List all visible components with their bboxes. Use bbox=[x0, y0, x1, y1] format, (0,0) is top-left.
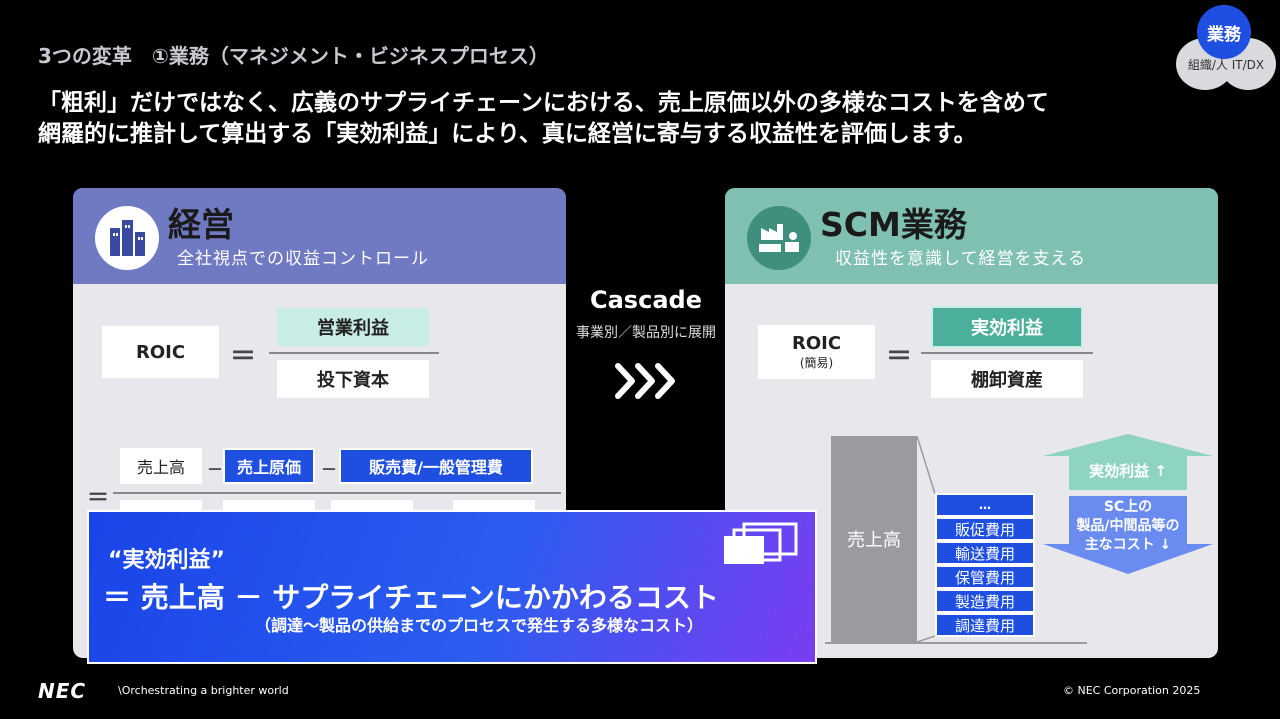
effective-profit-box: 実効利益 bbox=[931, 306, 1083, 348]
roic-text: ROIC bbox=[791, 333, 842, 354]
scm-panel: SCM業務 収益性を意識して経営を支える ROIC (簡易) ＝ 実効利益 棚卸… bbox=[725, 188, 1218, 658]
scm-panel-header: SCM業務 収益性を意識して経営を支える bbox=[725, 188, 1218, 284]
sc-cost-line-1: SC上の bbox=[1103, 499, 1153, 515]
cascade-title: Cascade bbox=[590, 286, 702, 314]
sales-term: 売上高 bbox=[120, 448, 202, 484]
factory-icon bbox=[747, 206, 811, 270]
minus-sign-2: － bbox=[321, 460, 338, 479]
cost-storage: 保管費用 bbox=[935, 565, 1035, 589]
badge-business: 業務 bbox=[1197, 5, 1251, 59]
equals-sign-right: ＝ bbox=[886, 342, 913, 372]
nec-logo: NEC bbox=[38, 679, 87, 703]
fraction-line-right bbox=[921, 352, 1093, 354]
badge-bottom-label: 組織/人 IT/DX bbox=[1187, 58, 1265, 72]
operating-profit-box: 営業利益 bbox=[277, 308, 429, 346]
effective-profit-up-label: 実効利益 ↑ bbox=[1089, 462, 1167, 480]
management-panel-header: 経営 全社視点での収益コントロール bbox=[73, 188, 566, 284]
building-icon bbox=[95, 206, 159, 270]
copyright: © NEC Corporation 2025 bbox=[1063, 684, 1201, 697]
scm-title: SCM業務 bbox=[820, 205, 967, 244]
headline-line-1: 「粗利」だけではなく、広義のサプライチェーンにおける、売上原価以外の多様なコスト… bbox=[38, 90, 1049, 116]
headline-line-2: 網羅的に推計して算出する「実効利益」により、真に経営に寄与する収益性を評価します… bbox=[38, 121, 977, 147]
management-title: 経営 bbox=[168, 205, 234, 244]
headline: 「粗利」だけではなく、広義のサプライチェーンにおける、売上原価以外の多様なコスト… bbox=[38, 88, 1238, 150]
effective-profit-banner bbox=[87, 510, 817, 664]
sc-cost-line-2: 製品/中間品等の bbox=[1076, 518, 1180, 534]
tagline: \Orchestrating a brighter world bbox=[118, 684, 289, 697]
roic-simple-label: ROIC (簡易) bbox=[758, 325, 875, 379]
cost-promotion: 販促費用 bbox=[935, 517, 1035, 541]
cost-manufacturing: 製造費用 bbox=[935, 589, 1035, 613]
cost-procurement: 調達費用 bbox=[935, 613, 1035, 637]
equals-sign-2: ＝ bbox=[87, 486, 110, 511]
roic-label: ROIC bbox=[102, 326, 219, 378]
scm-subtitle: 収益性を意識して経営を支える bbox=[835, 249, 1086, 269]
sc-cost-line-3: 主なコスト ↓ bbox=[1084, 537, 1172, 553]
banner-line-2: ＝ 売上高 － サプライチェーンにかかわるコスト bbox=[103, 581, 719, 614]
sales-bar: 売上高 bbox=[831, 436, 917, 642]
fraction-line-2 bbox=[113, 492, 561, 494]
stacked-squares-icon bbox=[722, 522, 802, 570]
banner-line-1: “実効利益” bbox=[108, 548, 225, 573]
cascade-arrows-icon bbox=[612, 356, 682, 410]
fraction-line bbox=[269, 352, 439, 354]
section-title: 3つの変革 ①業務（マネジメント・ビジネスプロセス） bbox=[38, 44, 549, 68]
cost-ellipsis: … bbox=[935, 493, 1035, 517]
banner-line-3: （調達～製品の供給までのプロセスで発生する多様なコスト） bbox=[255, 616, 704, 635]
sc-cost-down-label: SC上の 製品/中間品等の 主なコスト ↓ bbox=[1061, 498, 1195, 555]
cascade-subtitle: 事業別／製品別に展開 bbox=[576, 325, 716, 341]
inventory-box: 棚卸資産 bbox=[931, 360, 1083, 398]
management-subtitle: 全社視点での収益コントロール bbox=[177, 249, 429, 269]
invested-capital-box: 投下資本 bbox=[277, 360, 429, 398]
minus-sign: － bbox=[207, 460, 224, 479]
roic-note: (簡易) bbox=[799, 356, 834, 370]
cost-stack: … 販促費用 輸送費用 保管費用 製造費用 調達費用 bbox=[935, 493, 1035, 637]
up-down-arrow-icon bbox=[1043, 434, 1213, 574]
cost-of-sales-term: 売上原価 bbox=[223, 448, 315, 484]
baseline bbox=[825, 642, 1087, 644]
connector-lines bbox=[917, 436, 936, 642]
sga-term: 販売費/一般管理費 bbox=[339, 448, 533, 484]
cost-transport: 輸送費用 bbox=[935, 541, 1035, 565]
equals-sign: ＝ bbox=[230, 342, 257, 372]
